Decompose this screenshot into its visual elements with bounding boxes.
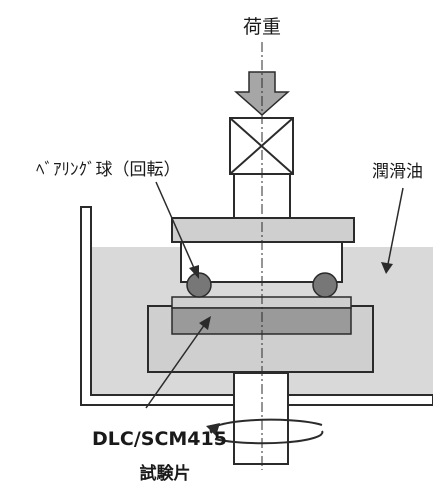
specimen-leader bbox=[145, 323, 206, 409]
specimen-material-label: DLC/SCM415 bbox=[92, 428, 227, 450]
upper-plate bbox=[171, 217, 355, 243]
bearing-ball-right bbox=[312, 272, 338, 298]
rotation-arrow-front bbox=[214, 430, 324, 445]
rotation-arrowhead bbox=[206, 423, 220, 436]
lubricant-leader bbox=[387, 187, 404, 265]
bearing-leader-head bbox=[189, 265, 199, 279]
oil-container bbox=[80, 206, 433, 406]
lubricant-leader-head bbox=[381, 262, 393, 274]
load-label: 荷重 bbox=[243, 16, 281, 38]
bearing-ball-label: ﾍﾞｱﾘﾝｸﾞ球（回転） bbox=[36, 160, 181, 180]
specimen-leader-head bbox=[199, 316, 211, 330]
load-arrow bbox=[234, 71, 290, 117]
lower-shaft bbox=[233, 372, 289, 465]
specimen-label: 試験片 bbox=[140, 463, 191, 484]
bearing-leader bbox=[155, 181, 195, 269]
lubricant-label: 潤滑油 bbox=[372, 162, 423, 182]
